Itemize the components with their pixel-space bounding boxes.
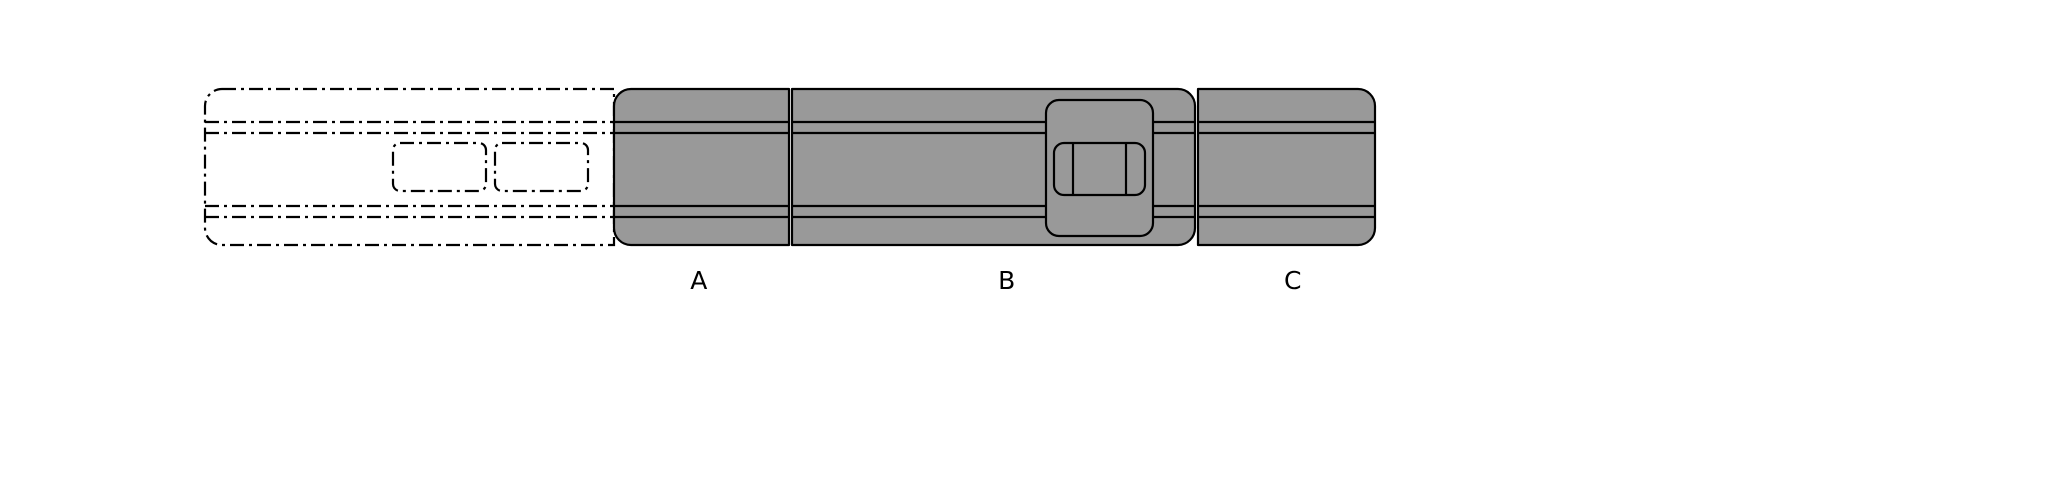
segment-A: [612, 87, 791, 247]
segment-B: [790, 87, 1197, 247]
hidden-body-outline: [203, 87, 616, 247]
segment-body-A: [612, 87, 791, 247]
segment-C: [1196, 87, 1377, 247]
hidden-feature-rect-2: [493, 141, 590, 193]
hidden-feature-rect-1: [391, 141, 488, 193]
solid-body-group: [612, 87, 1377, 247]
boss-inner-pocket: [1052, 141, 1147, 197]
segment-body-C: [1196, 87, 1377, 247]
hidden-outline-group: [203, 87, 616, 247]
